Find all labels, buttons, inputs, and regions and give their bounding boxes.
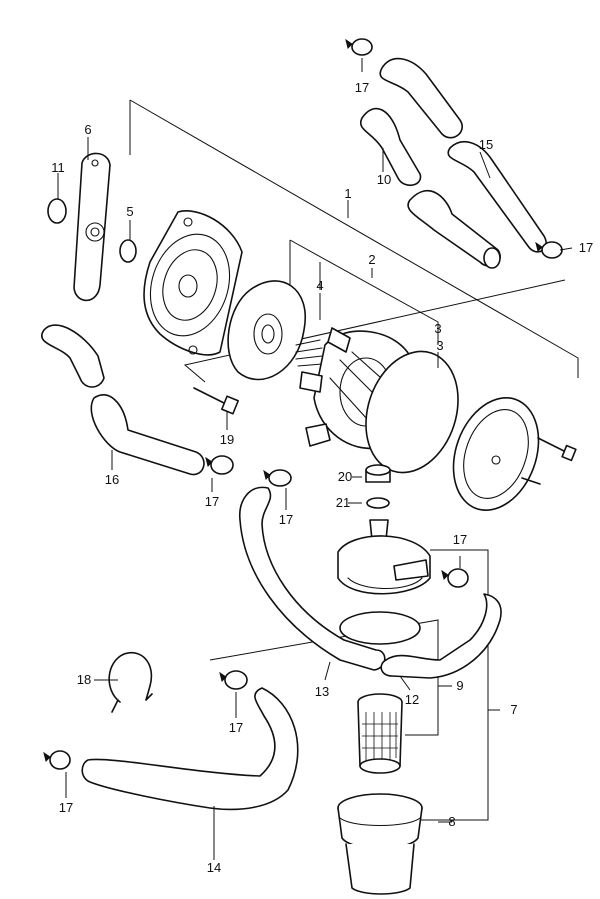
washer-part-21: [366, 497, 390, 509]
hose-part-16: [41, 324, 205, 476]
callout-21: 21: [336, 495, 350, 510]
callout-19: 19: [220, 432, 234, 447]
callout-2: 2: [368, 252, 375, 267]
pump-cover: [143, 210, 243, 356]
callout-9: 9: [456, 678, 463, 693]
hose-clamp-part-17-3: [205, 455, 234, 475]
callout-3-lower: 3: [436, 338, 443, 353]
nut-part-20: [365, 464, 391, 483]
filter-body: [337, 519, 431, 595]
callout-1: 1: [344, 186, 351, 201]
hose-part-12: [380, 593, 502, 679]
callout-12: 12: [405, 692, 419, 707]
callout-17-lower: 17: [229, 720, 243, 735]
callout-13: 13: [315, 684, 329, 699]
callout-5: 5: [126, 204, 133, 219]
o-ring-part-11: [47, 198, 67, 224]
filter-cup-part-8: [337, 793, 423, 895]
callout-17-left: 17: [205, 494, 219, 509]
end-cover-part-3: [452, 397, 540, 511]
callout-17-bottom: 17: [59, 800, 73, 815]
hose-clamp-part-17-7: [43, 750, 71, 770]
callout-16: 16: [105, 472, 119, 487]
hose-clamp-part-17-4: [263, 469, 292, 487]
screw-part-19: [193, 387, 239, 415]
o-ring-part-9: [339, 611, 421, 645]
callout-15: 15: [479, 137, 493, 152]
callout-7: 7: [510, 702, 517, 717]
diaphragm-part-3: [365, 350, 459, 474]
callout-10: 10: [377, 172, 391, 187]
callout-17-right: 17: [579, 240, 593, 255]
hose-part-14: [81, 687, 299, 811]
callout-4: 4: [316, 278, 323, 293]
callout-8: 8: [448, 814, 455, 829]
callout-17-top: 17: [355, 80, 369, 95]
callout-18: 18: [77, 672, 91, 687]
right-lower-screw: [521, 477, 541, 485]
callout-labels: 1 2 3 3 4 5 6 7 8 9 10 11 12 13 14 15 16…: [51, 80, 593, 875]
callout-17-filter: 17: [453, 532, 467, 547]
right-screw: [537, 437, 577, 462]
callout-17-center: 17: [279, 512, 293, 527]
callout-leaders: [57, 58, 573, 860]
clip-part-18: [108, 651, 153, 713]
callout-6: 6: [84, 122, 91, 137]
hose-clamp-part-17-1: [345, 38, 373, 56]
hose-clamp-part-17-5: [441, 568, 469, 588]
filter-element: [357, 693, 403, 774]
callout-3-upper: 3: [434, 321, 441, 336]
plate-part-6: [73, 152, 111, 302]
hose-part-10: [359, 107, 501, 269]
diaphragm-part-4: [227, 280, 323, 381]
hose-clamp-part-17-6: [219, 670, 248, 690]
o-ring-part-5: [119, 239, 137, 263]
callout-20: 20: [338, 469, 352, 484]
callout-11: 11: [51, 160, 65, 175]
callout-14: 14: [207, 860, 221, 875]
